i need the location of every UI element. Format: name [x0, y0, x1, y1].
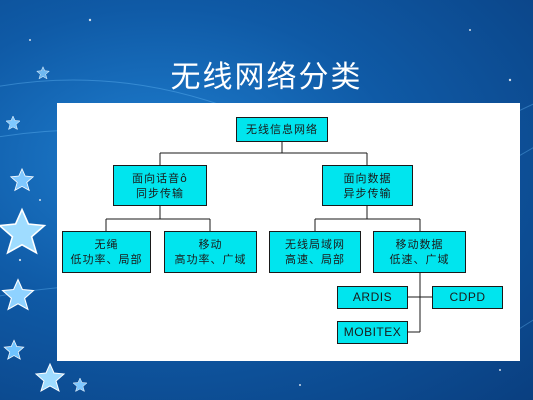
mobitex-node: MOBITEX	[337, 321, 408, 344]
data-node: 面向数据 异步传输	[322, 165, 413, 206]
star-icon	[3, 339, 25, 360]
wlan-node-line2: 高速、局部	[285, 253, 345, 266]
star-icon	[9, 167, 35, 192]
mobile-data-node: 移动数据 低速、广域	[373, 231, 466, 273]
root-node-label: 无线信息网络	[246, 123, 318, 136]
mobile-data-node-line1: 移动数据	[395, 238, 444, 251]
star-icon	[34, 362, 66, 393]
voice-node-line2: 同步传输	[136, 186, 184, 200]
star-icon	[36, 66, 50, 80]
ardis-node: ARDIS	[337, 286, 408, 309]
ardis-node-label: ARDIS	[352, 290, 393, 304]
wlan-node: 无线局域网 高速、局部	[269, 231, 361, 273]
data-node-line2: 异步传输	[343, 186, 392, 200]
voice-node: 面向话音ô 同步传输	[113, 165, 207, 206]
cdpd-node: CDPD	[432, 286, 503, 309]
star-icon	[5, 115, 21, 131]
star-icon	[0, 207, 47, 255]
mobitex-node-label: MOBITEX	[343, 325, 402, 339]
slide-title: 无线网络分类	[170, 60, 363, 95]
mobile-node-line2: 高功率、广域	[174, 253, 247, 266]
star-icon	[72, 377, 88, 393]
cordless-node-line1: 无绳	[94, 238, 119, 251]
mobile-node-line1: 移动	[198, 238, 223, 251]
voice-node-line1: 面向话音ô	[132, 171, 188, 185]
wlan-node-line1: 无线局域网	[285, 238, 345, 251]
root-node: 无线信息网络	[236, 117, 328, 142]
mobile-data-node-line2: 低速、广域	[389, 253, 450, 266]
cordless-node-line2: 低功率、局部	[70, 253, 143, 266]
data-node-line1: 面向数据	[343, 171, 392, 185]
star-icon	[1, 278, 35, 311]
mobile-node: 移动 高功率、广域	[164, 231, 257, 273]
cdpd-node-label: CDPD	[449, 290, 486, 304]
cordless-node: 无绳 低功率、局部	[62, 231, 151, 273]
